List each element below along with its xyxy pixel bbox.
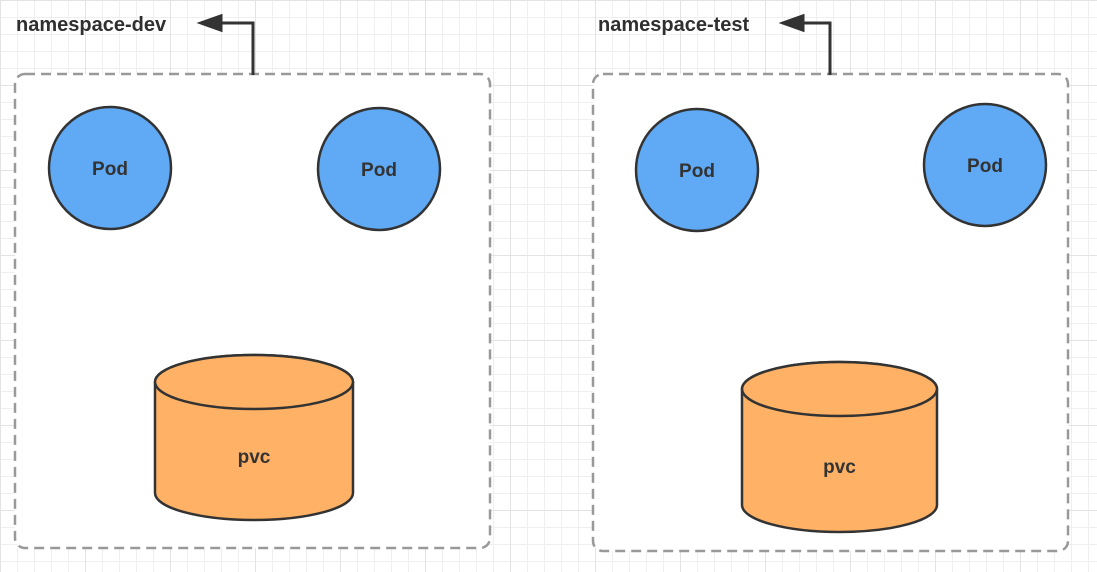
- namespace-dev-label: namespace-dev: [16, 14, 167, 36]
- pod-label: Pod: [679, 161, 715, 182]
- pod-label: Pod: [967, 156, 1003, 177]
- pod-node[interactable]: Pod: [316, 106, 442, 232]
- pvc-cylinder-lid: [153, 353, 355, 411]
- pod-circle: [922, 102, 1048, 228]
- pod-label: Pod: [92, 159, 128, 180]
- pvc-node[interactable]: pvc: [740, 360, 939, 534]
- namespace-dev-connector-arrow[interactable]: [196, 13, 255, 76]
- pvc-label: pvc: [238, 447, 271, 468]
- arrowhead-icon: [196, 13, 223, 33]
- pod-circle: [634, 107, 760, 233]
- arrowhead-icon: [778, 13, 805, 33]
- pod-node[interactable]: Pod: [922, 102, 1048, 228]
- pod-label: Pod: [361, 160, 397, 181]
- pvc-cylinder-lid: [740, 360, 939, 418]
- connector-line: [220, 21, 255, 75]
- pvc-node[interactable]: pvc: [153, 353, 355, 522]
- namespace-test-connector-arrow[interactable]: [778, 13, 832, 76]
- namespace-dev-group: namespace-dev Pod Pod pvc: [13, 13, 492, 550]
- pvc-label: pvc: [823, 457, 856, 478]
- namespace-test-group: namespace-test Pod Pod pvc: [591, 13, 1070, 553]
- pod-circle: [316, 106, 442, 232]
- pod-circle: [47, 105, 173, 231]
- pod-node[interactable]: Pod: [47, 105, 173, 231]
- pod-node[interactable]: Pod: [634, 107, 760, 233]
- namespace-test-label: namespace-test: [598, 14, 750, 36]
- connector-line: [802, 21, 832, 75]
